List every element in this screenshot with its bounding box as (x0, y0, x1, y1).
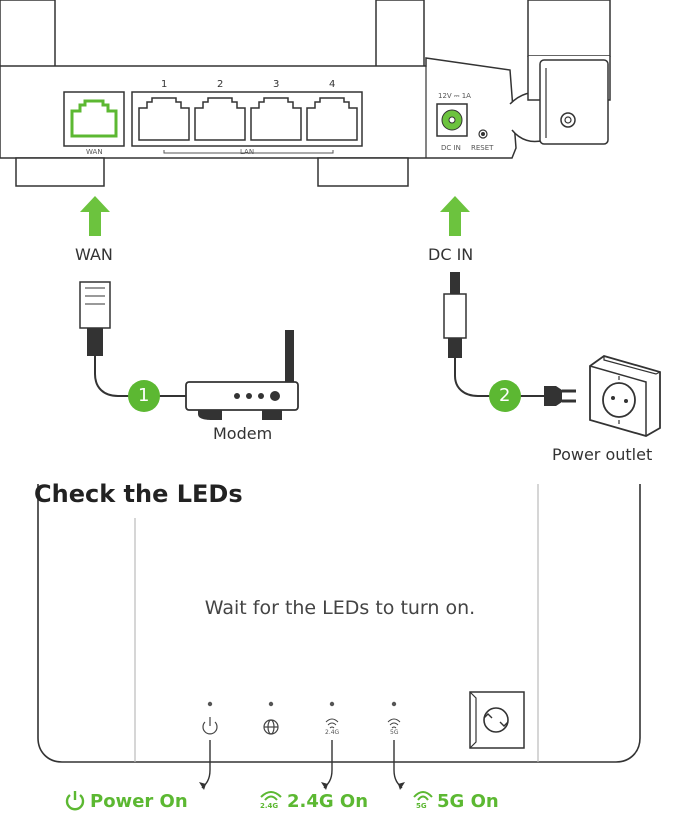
step-2-number: 2 (499, 385, 511, 406)
wifi-24g-icon (325, 718, 339, 729)
arrow-up-dc-icon (440, 196, 470, 236)
port-number-3: 3 (273, 79, 280, 90)
step-1-number: 1 (138, 385, 150, 406)
dc-power-cable (443, 272, 576, 406)
lan-port-2 (194, 97, 246, 141)
status-5g-on: 5G 5G On (412, 789, 499, 812)
wan-port (70, 99, 118, 138)
status-5g-text: 5G On (437, 791, 499, 812)
wifi-24g-on-tag: 2.4G (260, 802, 279, 810)
step-2-badge (489, 380, 521, 412)
step-1-badge (128, 380, 160, 412)
globe-icon (263, 719, 279, 735)
power-icon (202, 717, 218, 735)
status-24g-text: 2.4G On (287, 791, 369, 812)
arrow-up-wan-icon (80, 196, 110, 236)
port-number-2: 2 (217, 79, 224, 90)
wifi-24g-on-icon: 2.4G (258, 789, 284, 811)
power-rating-label: 12V ⎓ 1A (438, 92, 471, 100)
modem-label: Modem (213, 424, 273, 443)
dc-in-label: DC IN (428, 245, 474, 264)
wan-port-label: WAN (86, 148, 103, 156)
led-24g-label: 2.4G (325, 729, 340, 736)
power-outlet-label: Power outlet (552, 445, 653, 464)
port-number-1: 1 (161, 79, 168, 90)
instruction-text: Wait for the LEDs to turn on. (204, 597, 476, 619)
led-24g (329, 701, 335, 707)
reset-label: RESET (471, 144, 494, 152)
router-foot-right (317, 157, 409, 187)
status-power-on: Power On (64, 789, 188, 812)
router-foot-left (15, 157, 105, 187)
router-front-panel (37, 484, 641, 790)
wifi-5g-on-tag: 5G (416, 802, 427, 810)
lan-port-4 (306, 97, 358, 141)
lan-group-label: LAN (240, 148, 255, 156)
wifi-5g-icon (387, 718, 401, 729)
power-outlet-icon (589, 355, 661, 437)
led-internet (268, 701, 274, 707)
ethernet-cable (79, 281, 186, 397)
port-number-4: 4 (329, 79, 336, 90)
status-power-text: Power On (90, 791, 188, 812)
led-5g-label: 5G (390, 729, 399, 736)
modem-icon (185, 330, 299, 420)
wifi-5g-on-icon: 5G (412, 789, 434, 811)
dc-in-port-label: DC IN (441, 144, 461, 152)
lan-port-1 (138, 97, 190, 141)
wps-button-icon (469, 691, 525, 749)
router-back-panel (0, 0, 611, 187)
status-24g-on: 2.4G 2.4G On (258, 789, 368, 812)
section-title: Check the LEDs (34, 480, 243, 508)
lan-port-3 (250, 97, 302, 141)
led-power (207, 701, 213, 707)
power-on-icon (65, 791, 85, 811)
led-5g (391, 701, 397, 707)
wan-label: WAN (75, 245, 113, 264)
